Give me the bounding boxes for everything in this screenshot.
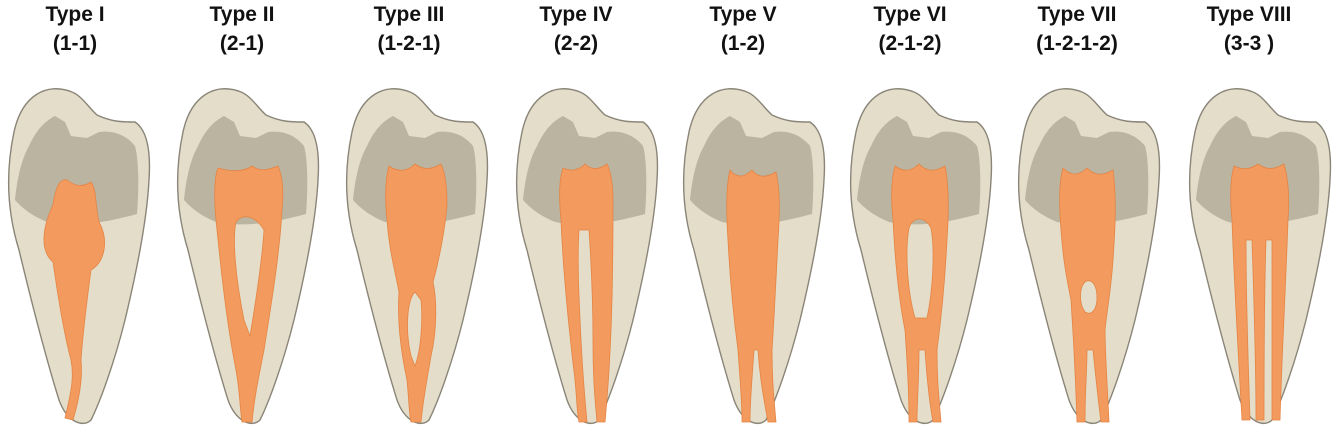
tooth-type-8 xyxy=(1188,88,1332,425)
tooth-type-5 xyxy=(682,88,826,425)
type-3-label: Type III (1-2-1) xyxy=(334,0,484,58)
type-4-label: Type IV (2-2) xyxy=(501,0,651,58)
type-1-code: (1-1) xyxy=(52,32,98,55)
tooth-type-6 xyxy=(849,88,993,425)
type-8-title: Type VIII xyxy=(1206,3,1292,26)
tooth-type-4 xyxy=(515,88,659,425)
type-1-title: Type I xyxy=(45,3,105,26)
tooth-type-1 xyxy=(7,88,151,425)
root-canal-pulp xyxy=(891,163,949,423)
type-8-label: Type VIII (3-3 ) xyxy=(1174,0,1324,58)
type-3-title: Type III xyxy=(373,3,445,26)
tooth-type-2 xyxy=(176,88,320,425)
root-canal-pulp xyxy=(1059,167,1116,423)
tooth-type-3 xyxy=(345,88,489,425)
type-6-label: Type VI (2-1-2) xyxy=(835,0,985,58)
type-5-code: (1-2) xyxy=(720,32,766,55)
type-7-code: (1-2-1-2) xyxy=(1036,32,1118,55)
type-4-title: Type IV xyxy=(539,3,613,26)
type-3-code: (1-2-1) xyxy=(377,32,441,55)
type-7-title: Type VII xyxy=(1037,3,1117,26)
root-canal-pulp xyxy=(214,165,284,423)
type-5-label: Type V (1-2) xyxy=(668,0,818,58)
type-8-code: (3-3 ) xyxy=(1223,32,1275,55)
root-canal-pulp xyxy=(726,169,780,423)
tooth-type-7 xyxy=(1017,88,1161,425)
root-canal-pulp xyxy=(559,163,614,423)
type-4-code: (2-2) xyxy=(553,32,599,55)
root-canal-pulp xyxy=(43,179,105,421)
type-6-code: (2-1-2) xyxy=(878,32,942,55)
type-2-code: (2-1) xyxy=(219,32,265,55)
type-7-label: Type VII (1-2-1-2) xyxy=(1002,0,1152,58)
root-canal-pulp xyxy=(385,163,448,423)
teeth-group xyxy=(7,88,1332,425)
type-6-title: Type VI xyxy=(873,3,947,26)
root-canal-pulp xyxy=(1230,163,1290,421)
type-1-label: Type I (1-1) xyxy=(0,0,150,58)
type-5-title: Type V xyxy=(709,3,777,26)
type-2-label: Type II (2-1) xyxy=(167,0,317,58)
type-2-title: Type II xyxy=(209,3,275,26)
